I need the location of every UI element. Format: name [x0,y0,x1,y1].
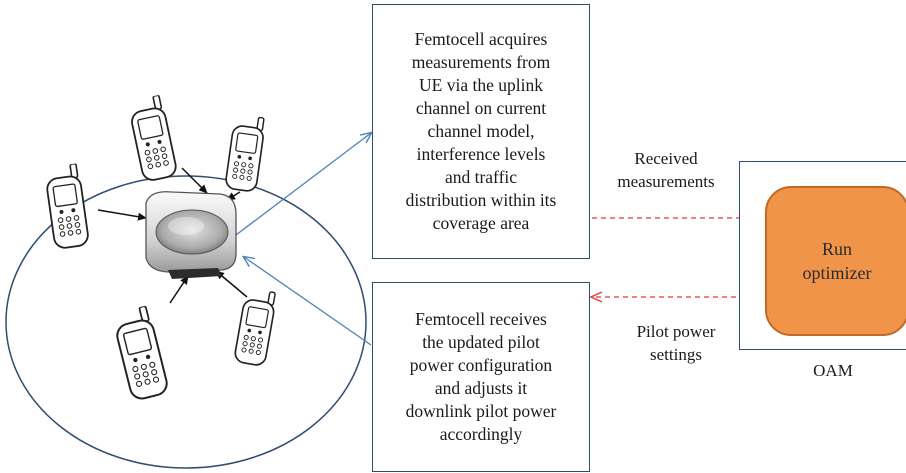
text-line: power configuration [409,355,553,375]
text-line: and traffic [444,167,518,187]
phone-arrow [97,209,147,221]
text-line: coverage area [432,213,530,233]
text-line: the updated pilot [422,332,540,352]
text-line: Pilot power [636,322,716,341]
text-line: settings [650,345,702,364]
connector-to-measurements-box [231,133,371,239]
text-line: Run [821,239,852,259]
text-line: interference levels [416,144,546,164]
text-line: Received [634,149,698,168]
phone-arrow [169,275,189,304]
text-line: optimizer [802,263,872,283]
text-line: distribution within its [405,190,557,210]
text-line: and adjusts it [434,378,528,398]
mobile-phone-icon [224,113,267,193]
text-line: accordingly [439,424,523,444]
run-optimizer-box: Run optimizer [765,186,906,336]
text-line: Femtocell receives [415,309,547,329]
receives-config-text-box: Femtocell receives the updated pilot pow… [372,282,590,472]
mobile-phone-icon [232,286,278,368]
coverage-area-ellipse [5,175,367,469]
mobile-phone-icon [43,162,91,251]
mobile-phone-icon [126,93,179,183]
oam-label: OAM [813,361,853,380]
mobile-phone-icon [110,304,171,403]
connector-from-receives-box [244,257,372,346]
pilot-power-settings-label: Pilot power settings [614,320,738,366]
text-line: channel on current [415,98,547,118]
phone-arrow [181,167,208,194]
text-line: measurements [617,172,715,191]
text-line: UE via the uplink [419,75,543,95]
femtocell-router-icon [145,191,237,279]
received-measurements-label: Received measurements [598,147,734,193]
text-line: measurements from [411,52,551,72]
measurements-text-box: Femtocell acquires measurements from UE … [372,4,590,259]
text-line: downlink pilot power [405,401,557,421]
text-line: channel model, [427,121,535,141]
text-line: Femtocell acquires [414,29,548,49]
